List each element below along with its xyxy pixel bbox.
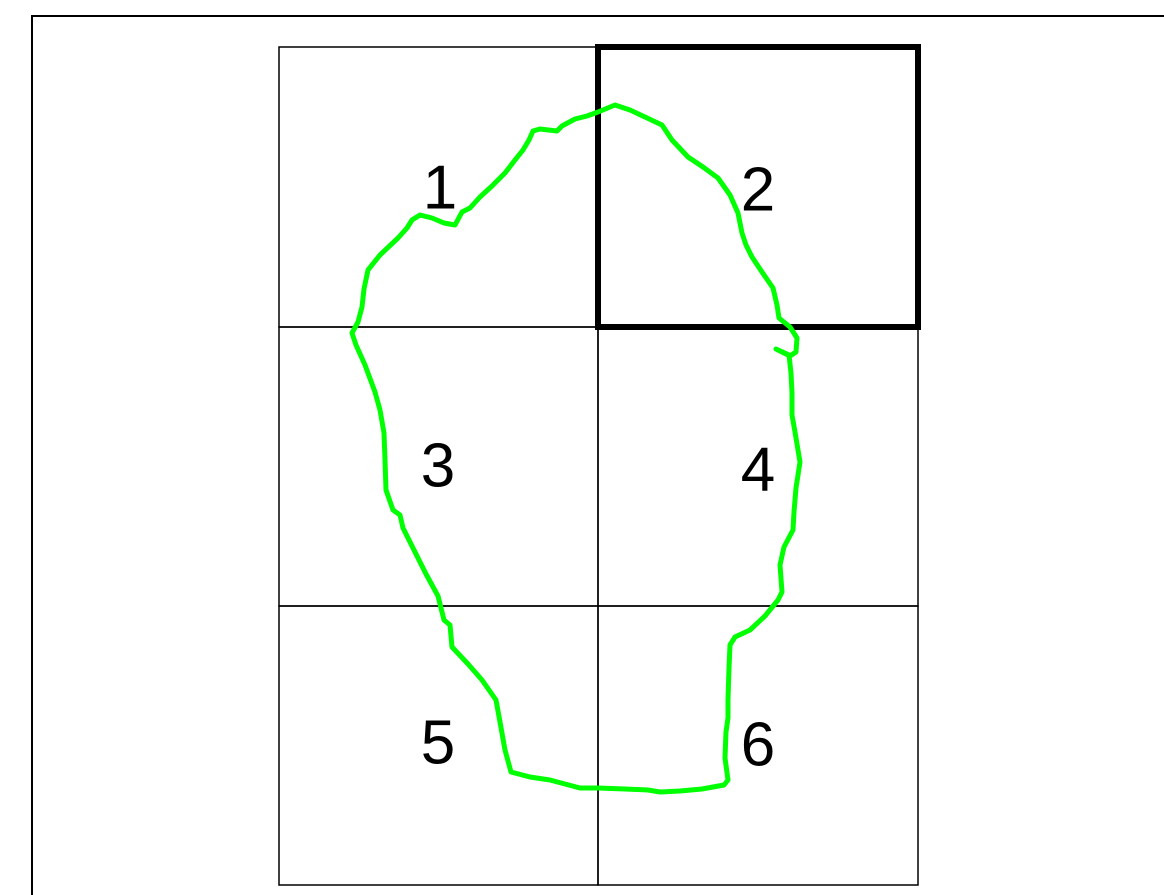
cell-label-5: 5 (421, 709, 455, 778)
cell-label-3: 3 (421, 432, 455, 501)
cell-label-2: 2 (741, 156, 775, 225)
cell-label-4: 4 (741, 436, 775, 505)
cell-label-1: 1 (423, 154, 457, 223)
cell-label-6: 6 (741, 711, 775, 780)
